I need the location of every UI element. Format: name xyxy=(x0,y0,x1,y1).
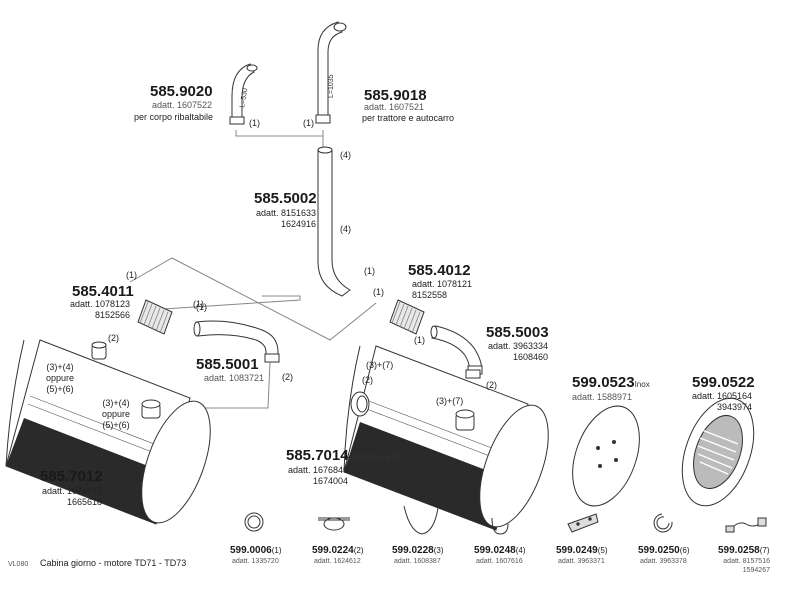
cover-plate-inox xyxy=(572,405,640,507)
ref-585-7012-top: (2) xyxy=(108,333,119,343)
clamp-adatt-0: adatt. 1335720 xyxy=(232,558,279,565)
ref-585-4011-b: (1) xyxy=(193,299,204,309)
adatt-599-0523: adatt. 1588971 xyxy=(572,392,633,402)
clamp-number-5: 599.0250(6) xyxy=(638,545,690,556)
option-585-7012-a: (3)+(4)oppure(5)+(6) xyxy=(46,362,75,394)
svg-text:L=530: L=530 xyxy=(239,88,249,109)
ref-585-4012: (1) xyxy=(373,287,384,297)
connector-line-top xyxy=(235,130,324,137)
suffix-599-0523: Inox xyxy=(634,380,650,389)
ref-585-4011-a: (1) xyxy=(126,270,137,280)
note-585-9018: per trattore e autocarro xyxy=(362,113,455,123)
note-585-9020: per corpo ribaltabile xyxy=(134,112,214,122)
flanged-clamp-icon xyxy=(318,517,350,531)
band-clamp-icon xyxy=(244,512,264,532)
hook-icon xyxy=(491,517,509,535)
ref-585-5003-b: (2) xyxy=(486,380,497,390)
clamp-number-3: 599.0248(4) xyxy=(474,545,526,556)
part-number-585-9020: 585.9020 xyxy=(150,83,213,100)
exhaust-pipe-long xyxy=(317,146,351,297)
part-number-599-0522: 599.0522 xyxy=(692,374,755,391)
connector-line-left xyxy=(129,257,377,341)
ref-585-7014-a: (2) xyxy=(362,375,373,385)
flex-hose-right xyxy=(389,299,425,335)
ref-585-7014-b: (3)+(7) xyxy=(366,360,394,370)
part-number-585-4012: 585.4012 xyxy=(408,262,471,279)
clamp-adatt-4: adatt. 3963371 xyxy=(558,558,605,565)
suffix-585-7014: Anche FL10 xyxy=(352,452,402,462)
flex-hose-left xyxy=(137,299,173,335)
svg-text:L=1035: L=1035 xyxy=(328,74,335,98)
option-585-7012-b: (3)+(4)oppure(5)+(6) xyxy=(102,398,131,430)
clamp-adatt-1: adatt. 1624612 xyxy=(314,558,361,565)
clamp-number-1: 599.0224(2) xyxy=(312,545,364,556)
ring-icon xyxy=(653,513,673,533)
clamp-number-2: 599.0228(3) xyxy=(392,545,444,556)
strap-icon xyxy=(403,505,439,535)
part-number-585-5002: 585.5002 xyxy=(254,190,317,207)
drawing-caption: Cabina giorno - motore TD71 - TD73 xyxy=(40,558,187,568)
adatt-585-9018: adatt. 1607521 xyxy=(364,102,425,112)
part-number-585-5003: 585.5003 xyxy=(486,324,549,341)
adatt-585-5001: adatt. 1083721 xyxy=(204,373,265,383)
clamp-adatt-5: adatt. 3963378 xyxy=(640,558,687,565)
part-number-585-7012: 585.7012 xyxy=(40,468,103,485)
perforated-grille xyxy=(681,397,755,507)
adatt-585-9020: adatt. 1607522 xyxy=(152,100,213,110)
ref-585-5001-b: (2) xyxy=(282,372,293,382)
elbow-pipe-right xyxy=(430,325,483,375)
part-number-585-9018: 585.9018 xyxy=(364,87,427,104)
drawing-code: VL080 xyxy=(8,561,29,568)
sensor-cable-icon xyxy=(725,517,767,533)
ref-585-7014-c: (3)+(7) xyxy=(436,396,464,406)
clamp-number-0: 599.0006(1) xyxy=(230,545,282,556)
ref-585-5001-a: (1) xyxy=(196,302,207,312)
clamp-adatt-3: adatt. 1607616 xyxy=(476,558,523,565)
part-number-585-7014: 585.7014 Anche FL10 xyxy=(286,447,402,464)
silencer-left xyxy=(5,339,211,525)
elbow-pipe-left xyxy=(193,320,280,363)
ref-585-9018: (1) xyxy=(303,118,314,128)
ref-585-9020: (1) xyxy=(249,118,260,128)
bracket-icon xyxy=(567,513,599,533)
silencer-right xyxy=(343,345,549,531)
part-number-585-4011: 585.4011 xyxy=(72,283,134,300)
tailpipe-tall xyxy=(315,21,347,124)
ref-585-5002-c: (1) xyxy=(364,266,375,276)
part-number-599-0523: 599.0523Inox xyxy=(572,374,650,391)
clamp-number-4: 599.0249(5) xyxy=(556,545,608,556)
ref-585-5003-a: (1) xyxy=(414,335,425,345)
tailpipe-short xyxy=(229,63,258,125)
part-number-585-5001: 585.5001 xyxy=(196,356,259,373)
ref-585-5002-b: (4) xyxy=(340,224,351,234)
clamp-number-6: 599.0258(7) xyxy=(718,545,770,556)
clamp-adatt-2: adatt. 1608387 xyxy=(394,558,441,565)
connector-line-mid xyxy=(147,295,301,311)
ref-585-5002-a: (4) xyxy=(340,150,351,160)
